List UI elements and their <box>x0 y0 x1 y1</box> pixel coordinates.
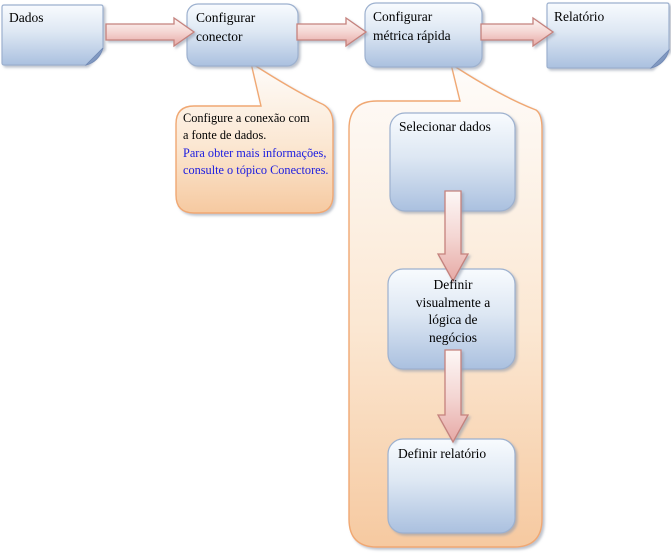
callout-line: Configure a conexão com <box>183 111 310 125</box>
arrow-step2-to-step3-icon <box>436 349 470 444</box>
definir-logica-label: Definir visualmente a lógica de negócios <box>415 277 494 345</box>
configurar-metrica-label: Configurar métrica rápida <box>373 9 451 43</box>
selecionar-dados-label: Selecionar dados <box>399 119 491 134</box>
callout-line: a fonte de dados. <box>183 128 267 143</box>
relatorio-label: Relatório <box>554 9 605 24</box>
arrow-step1-to-step2-icon <box>436 190 470 283</box>
relatorio-fold-corner-icon <box>649 48 670 69</box>
connectors-link-line[interactable]: Para obter mais informações, <box>183 145 327 160</box>
relatorio-document-shape <box>546 2 670 69</box>
arrow-metrica-to-relatorio-icon <box>480 16 555 48</box>
definir-relatorio-label: Definir relatório <box>398 446 487 461</box>
connectors-link-line[interactable]: consulte o tópico Conectores. <box>183 162 329 177</box>
dados-label: Dados <box>9 10 44 25</box>
dados-fold-corner-icon <box>84 47 104 66</box>
configurar-conector-label: Configurar conector <box>196 10 259 44</box>
connector-callout-text: Configure a conexão com a fonte de dados… <box>183 110 333 179</box>
arrow-dados-to-conector-icon <box>105 16 196 48</box>
arrow-conector-to-metrica-icon <box>296 16 368 48</box>
dados-document-shape <box>1 4 104 66</box>
connector-callout-bubble <box>175 61 334 214</box>
